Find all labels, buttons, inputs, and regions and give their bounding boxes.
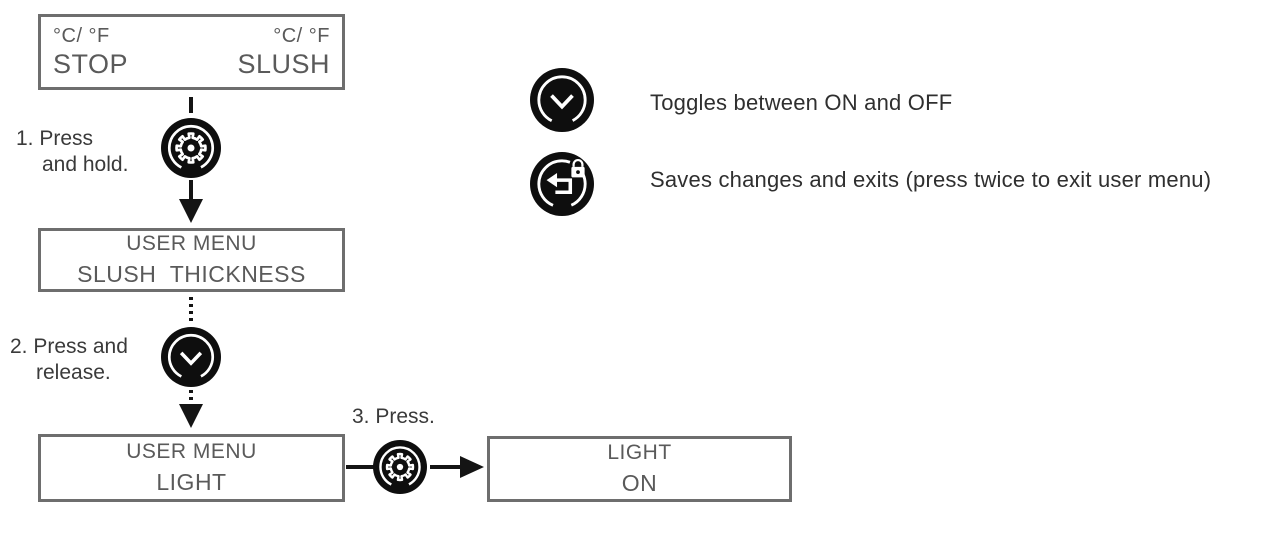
- display-status-right: SLUSH: [237, 48, 330, 79]
- display-user-menu-light: USER MENU LIGHT: [38, 434, 345, 502]
- display-status-left: STOP: [53, 48, 129, 79]
- step-1-line1: 1. Press: [16, 127, 94, 150]
- save-exit-icon: [530, 152, 594, 216]
- display-menu-item: SLUSH THICKNESS: [77, 260, 306, 287]
- display-row-units: °C/ °F °C/ °F: [41, 24, 342, 48]
- display-light-on: LIGHT ON: [487, 436, 792, 502]
- display-setting-value: ON: [621, 469, 658, 496]
- step-3-label: 3. Press.: [352, 404, 435, 430]
- step-2-line1: 2. Press and: [10, 335, 128, 358]
- display-menu-title: USER MENU: [126, 440, 257, 464]
- arrow-right-1: [460, 456, 484, 478]
- connector-line-4: [430, 465, 460, 469]
- legend-save-exit-button: [530, 152, 594, 216]
- step-1-label: 1. Press and hold.: [16, 126, 128, 178]
- display-temp-unit-right: °C/ °F: [273, 24, 330, 47]
- connector-line-2: [189, 180, 193, 200]
- lock-icon: [571, 158, 585, 178]
- gear-icon: [161, 118, 221, 178]
- connector-line-3: [346, 465, 374, 469]
- scroll-down-button-step2: [161, 327, 221, 387]
- display-user-menu-slush-thickness: USER MENU SLUSH THICKNESS: [38, 228, 345, 292]
- step-2-line2: release.: [36, 361, 111, 384]
- arrow-down-1: [179, 199, 203, 223]
- step-2-label: 2. Press and release.: [10, 334, 128, 386]
- display-temp-unit-left: °C/ °F: [53, 24, 110, 47]
- step-3-line1: 3. Press.: [352, 405, 435, 428]
- step-1-line2: and hold.: [42, 153, 129, 176]
- display-menu-title: USER MENU: [126, 232, 257, 256]
- legend-save-exit-description: Saves changes and exits (press twice to …: [650, 167, 1212, 192]
- connector-dots-1: [189, 297, 193, 323]
- display-setting-name: LIGHT: [607, 441, 672, 465]
- chevron-down-icon: [161, 327, 221, 387]
- arrow-down-2: [179, 404, 203, 428]
- connector-line-1: [189, 97, 193, 113]
- chevron-down-icon: [530, 68, 594, 132]
- display-home-screen: °C/ °F °C/ °F STOP SLUSH: [38, 14, 345, 90]
- gear-icon: [373, 440, 427, 494]
- connector-dots-2: [189, 390, 193, 404]
- display-menu-item: LIGHT: [156, 468, 227, 495]
- legend-toggle-description: Toggles between ON and OFF: [650, 90, 953, 115]
- settings-gear-button-step1: [161, 118, 221, 178]
- display-row-status: STOP SLUSH: [41, 48, 342, 80]
- legend-scroll-down-button: [530, 68, 594, 132]
- settings-gear-button-step3: [373, 440, 427, 494]
